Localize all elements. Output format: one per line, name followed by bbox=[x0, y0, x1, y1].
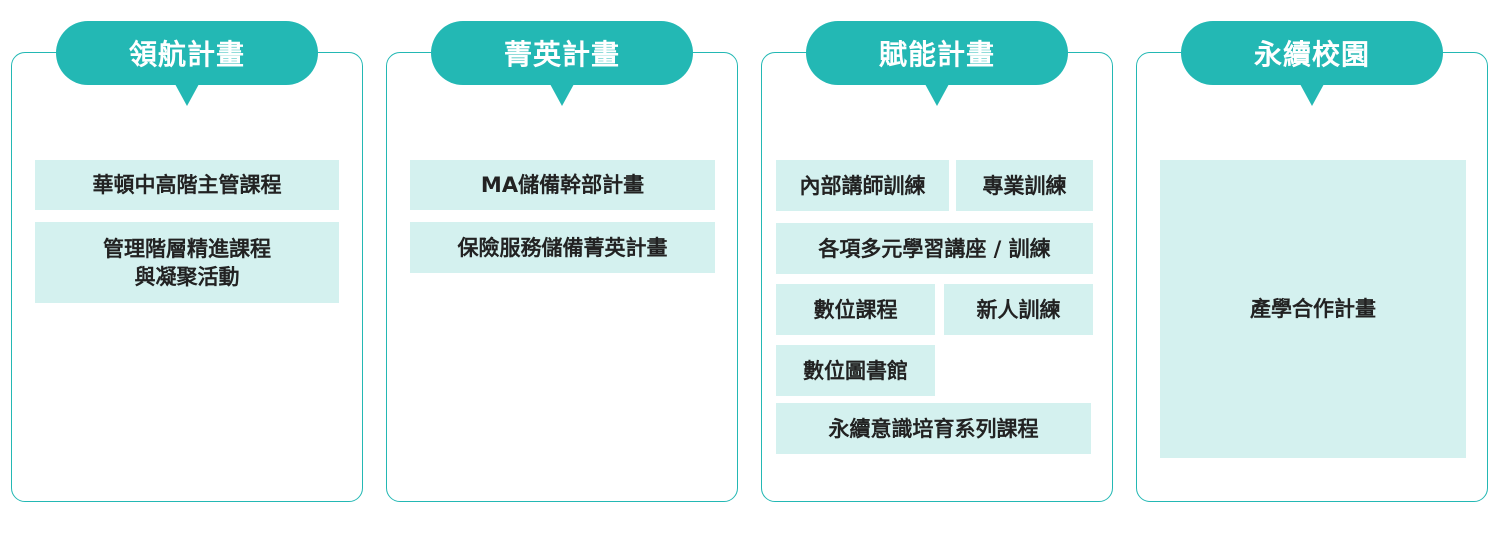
program-item: 保險服務儲備菁英計畫 bbox=[410, 222, 715, 273]
program-column-elite: 菁英計畫 MA儲備幹部計畫 保險服務儲備菁英計畫 bbox=[386, 21, 738, 502]
program-column-sustainable-campus: 永續校園 產學合作計畫 bbox=[1136, 21, 1488, 502]
program-item: 內部講師訓練 bbox=[776, 160, 949, 211]
column-title: 賦能計畫 bbox=[878, 38, 995, 71]
program-item: 新人訓練 bbox=[944, 284, 1093, 335]
pill-pointer bbox=[550, 84, 574, 106]
program-item: 永續意識培育系列課程 bbox=[776, 403, 1091, 454]
column-title-pill: 永續校園 bbox=[1181, 21, 1443, 106]
column-title: 永續校園 bbox=[1253, 38, 1370, 71]
column-title: 菁英計畫 bbox=[503, 38, 620, 71]
column-title-pill: 賦能計畫 bbox=[806, 21, 1068, 106]
pill-pointer bbox=[175, 84, 199, 106]
program-item: 管理階層精進課程 與凝聚活動 bbox=[35, 222, 339, 303]
program-item: 數位圖書館 bbox=[776, 345, 935, 396]
program-column-leadership: 領航計畫 華頓中高階主管課程 管理階層精進課程 與凝聚活動 bbox=[11, 21, 363, 502]
program-item: 產學合作計畫 bbox=[1160, 160, 1466, 458]
pill-pointer bbox=[1300, 84, 1324, 106]
column-title-pill: 菁英計畫 bbox=[431, 21, 693, 106]
pill-pointer bbox=[925, 84, 949, 106]
program-item: 專業訓練 bbox=[956, 160, 1093, 211]
program-item: MA儲備幹部計畫 bbox=[410, 160, 715, 210]
program-column-empowerment: 賦能計畫 內部講師訓練 專業訓練 各項多元學習講座 / 訓練 數位課程 新人訓練… bbox=[761, 21, 1113, 502]
program-item: 各項多元學習講座 / 訓練 bbox=[776, 223, 1093, 274]
program-item: 數位課程 bbox=[776, 284, 935, 335]
program-item: 華頓中高階主管課程 bbox=[35, 160, 339, 210]
column-title: 領航計畫 bbox=[128, 38, 245, 71]
column-title-pill: 領航計畫 bbox=[56, 21, 318, 106]
